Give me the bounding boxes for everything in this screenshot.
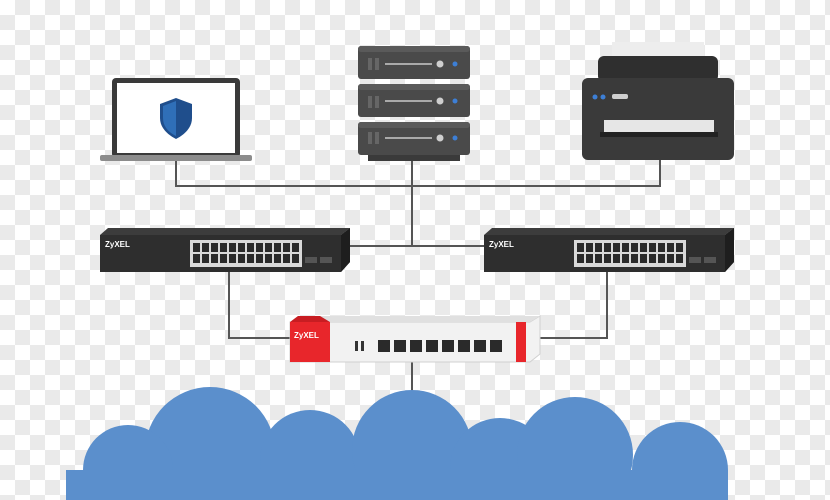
shield-icon: [160, 98, 192, 139]
ethernet-port: [229, 254, 236, 263]
ethernet-port: [640, 254, 647, 263]
firewall: ZyXEL: [289, 315, 541, 363]
ethernet-port: [220, 243, 227, 252]
server-unit: [358, 122, 470, 155]
ethernet-port: [622, 254, 629, 263]
ethernet-port: [202, 243, 209, 252]
laptop: [100, 78, 252, 161]
switch-right: ZyXEL: [484, 228, 734, 272]
switch-left: ZyXEL: [100, 228, 350, 272]
ethernet-port: [274, 254, 281, 263]
cables: [175, 160, 661, 412]
server-unit: [358, 46, 470, 79]
ethernet-port: [577, 243, 584, 252]
ethernet-port: [211, 243, 218, 252]
ethernet-port: [667, 243, 674, 252]
server-stack: [358, 46, 470, 161]
ethernet-port: [442, 340, 454, 352]
printer: [582, 42, 734, 160]
ethernet-port: [410, 340, 422, 352]
ethernet-port: [211, 254, 218, 263]
ethernet-port: [577, 254, 584, 263]
ethernet-port: [649, 243, 656, 252]
ethernet-port: [658, 243, 665, 252]
ethernet-port: [586, 243, 593, 252]
ethernet-port: [292, 254, 299, 263]
switch-brand-label: ZyXEL: [105, 240, 130, 249]
ethernet-port: [640, 243, 647, 252]
ethernet-port: [283, 243, 290, 252]
ethernet-port: [193, 254, 200, 263]
ethernet-port: [613, 243, 620, 252]
ethernet-port: [247, 243, 254, 252]
switch-port-grid: [190, 240, 302, 267]
ethernet-port: [604, 254, 611, 263]
ethernet-port: [595, 243, 602, 252]
ethernet-port: [586, 254, 593, 263]
ethernet-port: [238, 243, 245, 252]
ethernet-port: [256, 254, 263, 263]
cable-right-switch-to-firewall: [540, 272, 608, 339]
ethernet-port: [622, 243, 629, 252]
switch-port-grid: [574, 240, 686, 267]
cable-laptop-to-hub: [175, 160, 661, 187]
ethernet-port: [474, 340, 486, 352]
ethernet-port: [274, 243, 281, 252]
ethernet-port: [247, 254, 254, 263]
ethernet-port: [676, 254, 683, 263]
ethernet-port: [229, 243, 236, 252]
ethernet-port: [193, 243, 200, 252]
ethernet-port: [631, 254, 638, 263]
ethernet-port: [458, 340, 470, 352]
firewall-brand-label: ZyXEL: [294, 331, 319, 340]
ethernet-port: [292, 243, 299, 252]
ethernet-port: [265, 243, 272, 252]
ethernet-port: [667, 254, 674, 263]
cable-left-switch-to-firewall: [228, 272, 290, 339]
ethernet-port: [378, 340, 390, 352]
ethernet-port: [595, 254, 602, 263]
ethernet-port: [283, 254, 290, 263]
ethernet-port: [238, 254, 245, 263]
ethernet-port: [220, 254, 227, 263]
ethernet-port: [256, 243, 263, 252]
ethernet-port: [658, 254, 665, 263]
ethernet-port: [631, 243, 638, 252]
switch-brand-label: ZyXEL: [489, 240, 514, 249]
firewall-port-row: [378, 340, 502, 352]
ethernet-port: [426, 340, 438, 352]
ethernet-port: [265, 254, 272, 263]
ethernet-port: [649, 254, 656, 263]
ethernet-port: [676, 243, 683, 252]
ethernet-port: [394, 340, 406, 352]
server-unit: [358, 84, 470, 117]
ethernet-port: [604, 243, 611, 252]
ethernet-port: [613, 254, 620, 263]
ethernet-port: [202, 254, 209, 263]
cloud: [66, 387, 728, 500]
ethernet-port: [490, 340, 502, 352]
